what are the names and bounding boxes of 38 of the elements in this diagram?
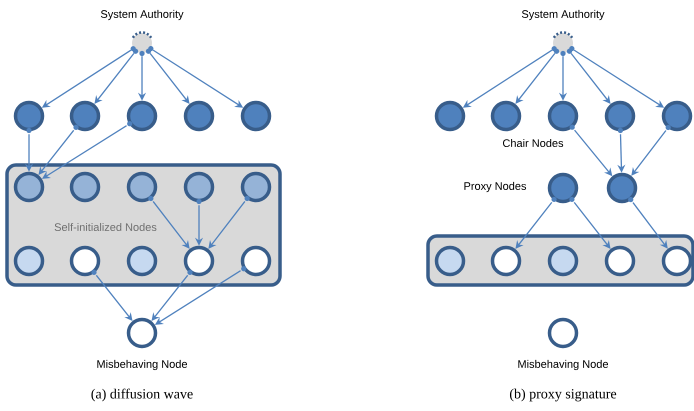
node-label: System Authority	[100, 10, 184, 20]
node-circle	[240, 172, 272, 202]
node-circle	[606, 172, 638, 204]
label-text: Proxy Nodes	[464, 182, 526, 192]
node-circle	[604, 100, 636, 132]
node-circle	[240, 100, 272, 132]
port-dot	[130, 46, 154, 56]
node-circle	[548, 246, 578, 276]
caption: (a) diffusion wave	[91, 388, 193, 402]
node-circle	[490, 246, 522, 276]
node-circle	[184, 246, 214, 276]
node-circle	[184, 172, 214, 202]
node-circle	[240, 246, 272, 276]
node-circle	[14, 172, 44, 202]
node-circle	[126, 246, 158, 276]
port-dot	[552, 46, 574, 56]
node-circle	[14, 100, 44, 132]
node-circle	[126, 100, 158, 132]
node-circle	[70, 246, 100, 276]
node-circle	[70, 100, 100, 132]
caption: (b) proxy signature	[510, 388, 616, 402]
node-circle	[548, 172, 578, 204]
node-circle	[434, 246, 466, 276]
node-circle	[662, 246, 692, 276]
label-text: Chair Nodes	[503, 138, 564, 148]
node-circle	[662, 100, 692, 132]
node-label: Misbehaving Node	[518, 360, 608, 370]
node-circle	[548, 100, 578, 132]
node-circle	[434, 100, 466, 132]
node-circle	[70, 172, 100, 202]
port-dot	[551, 196, 575, 202]
node-label: Misbehaving Node	[97, 360, 188, 370]
node-circle	[604, 246, 636, 276]
node-circle	[14, 246, 44, 276]
node-circle	[184, 100, 214, 132]
node-label: System Authority	[522, 10, 605, 20]
node-circle	[490, 100, 522, 132]
node-circle	[126, 172, 158, 202]
